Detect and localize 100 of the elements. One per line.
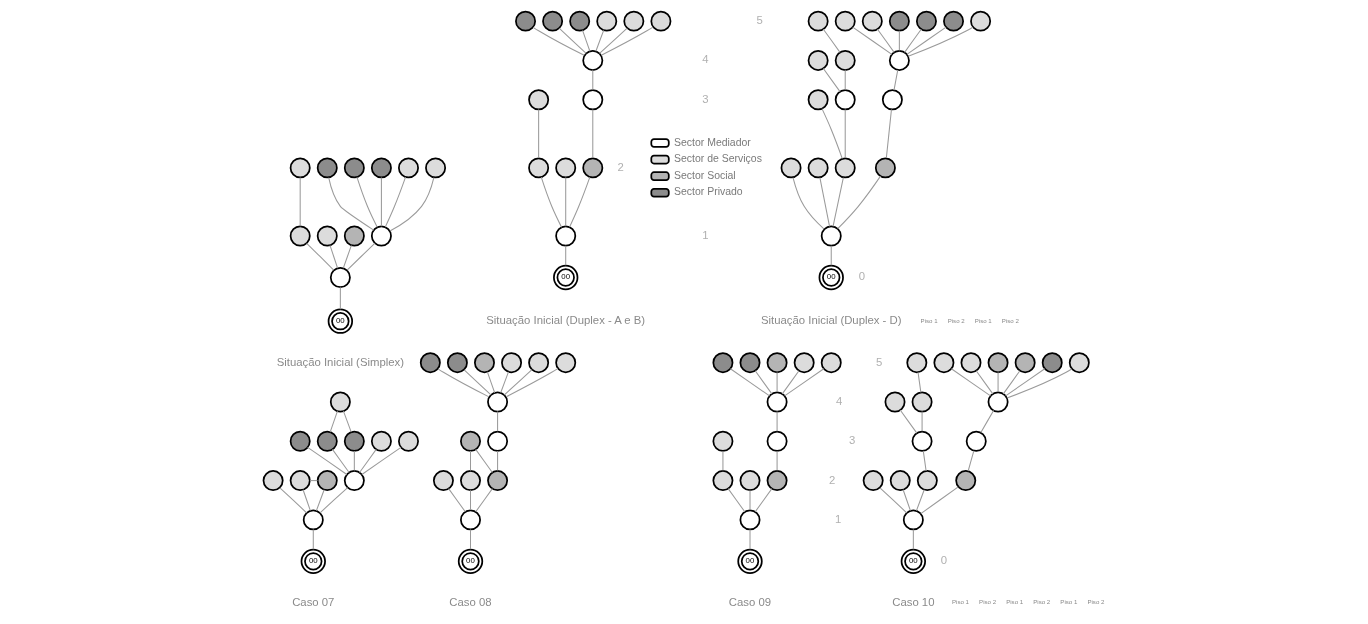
connector	[355, 176, 378, 228]
node-circle	[554, 225, 576, 247]
node-circle	[568, 10, 590, 32]
node-circle	[889, 470, 911, 492]
node-circle	[1014, 352, 1036, 374]
node-circle	[987, 352, 1009, 374]
node-circle	[343, 225, 365, 247]
connector	[902, 489, 911, 512]
connector	[463, 369, 491, 396]
label: Situação Inicial (Duplex - D)	[760, 314, 902, 327]
connector	[342, 244, 352, 269]
connector	[781, 370, 799, 395]
connector	[537, 108, 539, 159]
node-circle	[932, 352, 954, 374]
label: 1	[834, 512, 841, 525]
connector	[360, 446, 402, 475]
node-circle	[397, 157, 419, 179]
connector	[339, 286, 341, 310]
connector	[820, 108, 843, 160]
node-circle	[965, 430, 987, 452]
node-circle	[987, 391, 1009, 413]
connector	[721, 450, 723, 472]
connector	[885, 108, 892, 159]
connector	[346, 242, 375, 271]
connector	[727, 488, 745, 513]
connector	[384, 176, 406, 228]
node-circle	[766, 470, 788, 492]
node-circle	[397, 430, 419, 452]
node-circle	[862, 470, 884, 492]
node-circle	[888, 10, 910, 32]
connector	[329, 410, 338, 433]
connector	[503, 369, 532, 396]
node-circle	[289, 225, 311, 247]
node-circle	[834, 10, 856, 32]
node-circle	[711, 470, 733, 492]
label: Caso 09	[728, 595, 771, 608]
legend-label: Sector Privado	[673, 186, 743, 198]
label: 4	[701, 53, 709, 66]
connector	[306, 446, 347, 475]
connector	[783, 368, 824, 397]
node-circle	[915, 10, 937, 32]
node-circle	[780, 157, 802, 179]
connector	[754, 370, 772, 395]
node-circle	[905, 352, 927, 374]
connector	[836, 175, 881, 230]
node-circle	[370, 430, 392, 452]
node-circle	[554, 352, 576, 374]
node-circle	[527, 352, 549, 374]
label: 2	[828, 473, 835, 486]
node-circle	[766, 391, 788, 413]
node-circle	[874, 157, 896, 179]
label: 3	[848, 434, 855, 447]
connector	[792, 177, 825, 230]
connector	[749, 489, 751, 511]
node-circle	[343, 430, 365, 452]
node-circle	[316, 225, 338, 247]
connector	[776, 411, 778, 432]
connector	[921, 411, 923, 432]
connector	[749, 529, 751, 550]
node-circle	[370, 225, 392, 247]
connector	[436, 368, 489, 398]
connector	[591, 69, 593, 91]
connector	[558, 27, 587, 54]
connector	[598, 27, 628, 54]
node-circle	[911, 430, 933, 452]
connector	[469, 529, 471, 550]
connector	[776, 450, 778, 472]
connector	[975, 370, 993, 395]
node-circle	[316, 470, 338, 492]
connector	[447, 488, 466, 513]
node-circle	[446, 352, 468, 374]
node-circle	[888, 49, 910, 71]
connector	[329, 244, 338, 269]
connector	[851, 26, 892, 55]
connector	[899, 409, 917, 434]
connector	[729, 368, 770, 397]
node-circle	[486, 470, 508, 492]
node-circle	[302, 509, 324, 531]
label: 0	[940, 554, 947, 567]
node-circle	[316, 430, 338, 452]
node-circle	[820, 225, 842, 247]
node-circle	[514, 10, 536, 32]
connector	[1005, 368, 1072, 399]
connector	[469, 489, 471, 511]
legend-label: Sector de Serviços	[673, 153, 762, 165]
node-circle	[500, 352, 522, 374]
label: Caso 07	[291, 595, 334, 608]
connector	[505, 368, 558, 398]
label: Situação Inicial (Simplex)	[276, 355, 404, 368]
node-circle	[834, 89, 856, 111]
node-circle	[316, 157, 338, 179]
connector	[342, 410, 352, 433]
connector	[919, 486, 959, 515]
connector	[486, 371, 495, 394]
node-circle	[1068, 352, 1090, 374]
connector	[278, 487, 307, 514]
node-circle	[581, 157, 603, 179]
label: 5	[755, 14, 763, 27]
connector	[319, 487, 348, 514]
node-circle	[739, 352, 760, 374]
